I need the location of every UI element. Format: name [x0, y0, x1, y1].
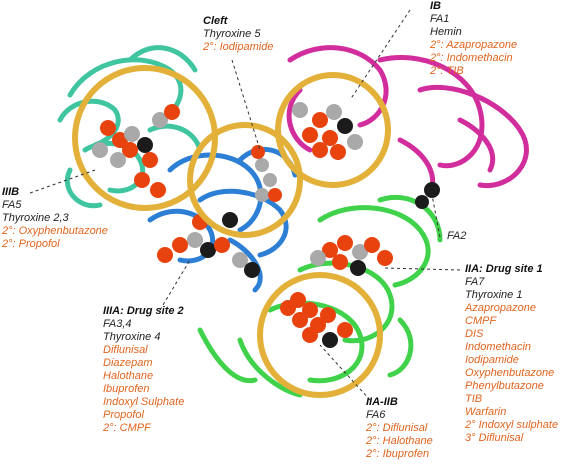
- label-iiia: IIIA: Drug site 2 FA3,4 Thyroxine 4 Difl…: [103, 305, 184, 435]
- ib-line-2: Hemin: [430, 26, 462, 38]
- iia-orange-6: Oxyphenbutazone: [465, 367, 555, 379]
- iia-orange-4: Indomethacin: [465, 341, 532, 353]
- ligand-cluster-ib: [292, 102, 363, 160]
- iia-title: IIA: Drug site 1: [465, 263, 543, 275]
- iiaiib-orange-3: 2°: Ibuprofen: [366, 448, 430, 460]
- iiib-line-1: FA5: [2, 199, 22, 211]
- ib-orange-1: 2°: Azapropazone: [430, 39, 518, 51]
- label-iiaiib: IIA-IIB FA6 2°: Diflunisal 2°: Halothane…: [366, 396, 433, 461]
- ligand-fa2: [415, 182, 440, 209]
- label-cleft: Cleft Thyroxine 5 2°: Iodipamide: [203, 15, 273, 54]
- ib-orange-3: 2°: TIB: [430, 65, 464, 77]
- ligand-cluster-iiib: [92, 104, 180, 198]
- label-iia: IIA: Drug site 1 FA7 Thyroxine 1 Azaprop…: [465, 263, 558, 445]
- iia-orange-3: DIS: [465, 328, 484, 340]
- iia-orange-10: 2° Indoxyl sulphate: [465, 419, 559, 431]
- ligand-cluster-iiaiib: [280, 292, 353, 348]
- fa2-title: FA2: [447, 230, 467, 242]
- ring-iiib: [72, 65, 218, 211]
- cleft-line-1: Thyroxine 5: [203, 28, 261, 40]
- iiib-title: IIIB: [2, 186, 20, 198]
- iiia-orange-2: Diazepam: [103, 357, 153, 369]
- iiia-title: IIIA: Drug site 2: [103, 305, 184, 317]
- label-iiib: IIIB FA5 Thyroxine 2,3 2°: Oxyphenbutazo…: [2, 186, 108, 251]
- iia-line-1: FA7: [465, 276, 485, 288]
- ib-orange-2: 2°: Indomethacin: [430, 52, 513, 64]
- ligand-cluster-cleft: [251, 145, 282, 202]
- cleft-title: Cleft: [203, 15, 228, 27]
- iiia-orange-3: Halothane: [103, 370, 154, 382]
- iiia-orange-4: Ibuprofen: [103, 383, 150, 395]
- ring-iiaiib: [257, 272, 383, 398]
- iiia-orange-5: Indoxyl Sulphate: [103, 396, 185, 408]
- ring-cleft: [187, 122, 303, 238]
- iiia-line-2: Thyroxine 4: [103, 331, 161, 343]
- iiib-line-2: Thyroxine 2,3: [2, 212, 69, 224]
- label-fa2: FA2: [447, 230, 466, 243]
- domain-green: [197, 194, 443, 398]
- ligand-cluster-iia: [310, 235, 393, 276]
- ib-line-1: FA1: [430, 13, 450, 25]
- ib-title: IB: [430, 0, 441, 12]
- iiib-orange-2: 2°: Propofol: [2, 238, 60, 250]
- iiia-orange-1: Diflunisal: [103, 344, 148, 356]
- iiaiib-orange-1: 2°: Diflunisal: [366, 422, 428, 434]
- iiaiib-orange-2: 2°: Halothane: [366, 435, 433, 447]
- iia-orange-11: 3° Diflunisal: [465, 432, 524, 444]
- iia-orange-7: Phenylbutazone: [465, 380, 544, 392]
- iia-orange-1: Azapropazone: [465, 302, 536, 314]
- cleft-orange-1: 2°: Iodipamide: [203, 41, 274, 53]
- ring-ib: [275, 72, 391, 188]
- iiaiib-line-1: FA6: [366, 409, 386, 421]
- binding-site-rings: [72, 65, 391, 398]
- iia-line-2: Thyroxine 1: [465, 289, 523, 301]
- iia-orange-8: TIB: [465, 393, 483, 405]
- leader-lines: [29, 9, 461, 401]
- iiib-orange-1: 2°: Oxyphenbutazone: [2, 225, 108, 237]
- iia-orange-5: Iodipamide: [465, 354, 519, 366]
- ligand-cluster-iiia: [157, 212, 260, 278]
- iiia-orange-6: Propofol: [103, 409, 144, 421]
- iia-orange-2: CMPF: [465, 315, 497, 327]
- iia-orange-9: Warfarin: [465, 406, 507, 418]
- iiia-orange-7: 2°: CMPF: [103, 422, 151, 434]
- label-ib: IB FA1 Hemin 2°: Azapropazone 2°: Indome…: [430, 0, 517, 78]
- iiaiib-title: IIA-IIB: [366, 396, 398, 408]
- iiia-line-1: FA3,4: [103, 318, 132, 330]
